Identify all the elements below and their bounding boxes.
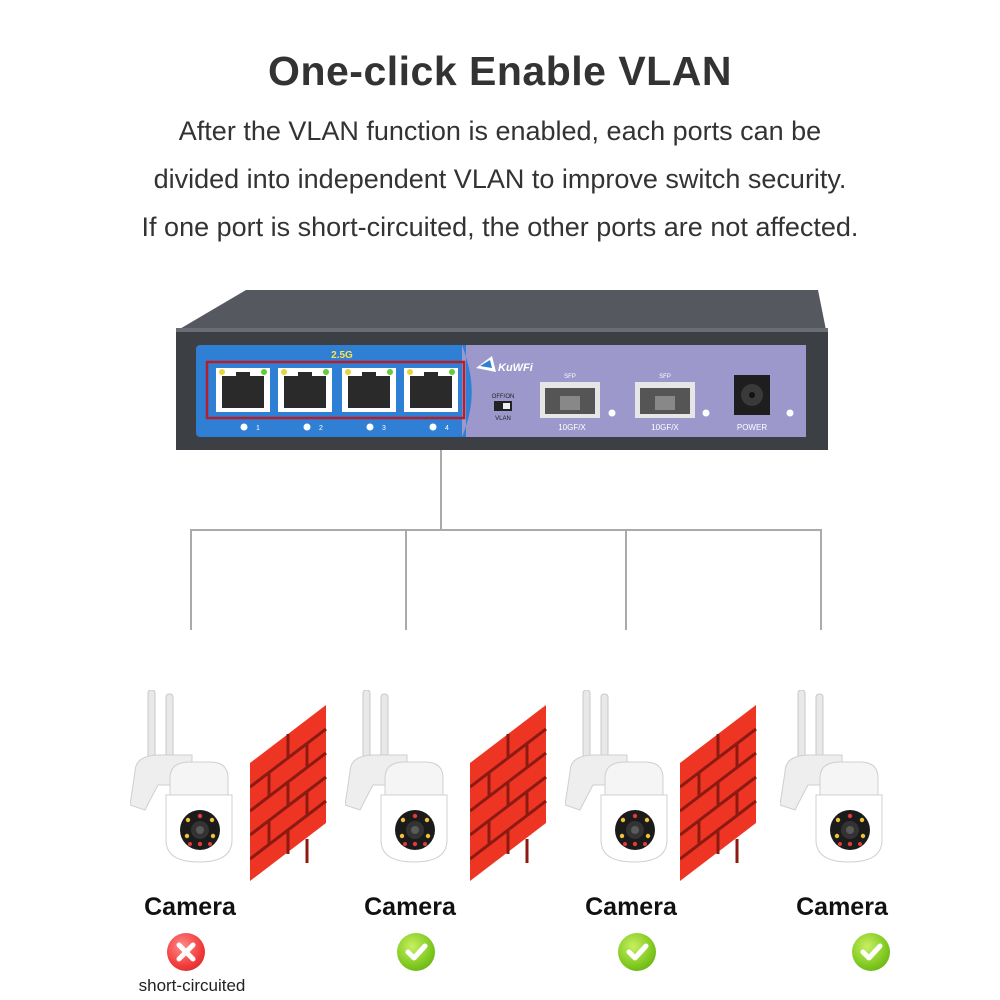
wire-bus [190,529,822,531]
port-number-1: 1 [256,425,260,432]
svg-text:KuWFi: KuWFi [498,362,534,374]
wire-drop-1 [190,529,192,630]
port-number-2: 2 [319,425,323,432]
description-line-2: divided into independent VLAN to improve… [153,164,847,194]
camera-label-3: Camera [585,893,677,921]
description-line-1: After the VLAN function is enabled, each… [178,116,822,146]
error-x-icon [167,933,205,971]
power-label: POWER [737,423,767,432]
check-icon-4 [852,933,890,971]
sfp-label-2: 10GF/X [651,423,679,432]
power-jack[interactable]: POWER [734,375,770,432]
wire-drop-2 [405,529,407,630]
camera-label-1: Camera [144,893,236,921]
check-icon-3 [618,933,656,971]
vlan-switch-bottom-label: VLAN [495,416,511,422]
description-line-3: If one port is short-circuited, the othe… [141,212,859,242]
page-title: One-click Enable VLAN [268,48,732,94]
short-circuited-note: short-circuited [138,976,246,995]
vlan-toggle-switch[interactable]: OFF/ON VLAN [492,394,515,422]
vlan-switch-top-label: OFF/ON [492,394,515,400]
camera-1 [130,690,233,863]
wire-trunk [440,450,442,530]
port-group-outline [205,360,466,420]
rj45-port-3[interactable] [342,368,396,412]
firewall-3 [680,705,758,883]
camera-label-2: Camera [364,893,456,921]
port-number-3: 3 [382,425,386,432]
camera-4 [780,690,883,863]
rj45-port-1[interactable] [216,368,270,412]
camera-label-4: Camera [796,893,888,921]
firewall-2 [470,705,548,883]
sfp-top-label-2: SFP [659,374,671,380]
sfp-port-2[interactable]: SFP 10GF/X [635,374,695,432]
brand-logo: KuWFi [476,356,534,374]
sfp-port-1[interactable]: SFP 10GF/X [540,374,600,432]
wire-drop-4 [820,529,822,630]
sfp-label-1: 10GF/X [558,423,586,432]
firewall-1 [250,705,328,883]
check-icon-2 [397,933,435,971]
sfp-top-label-1: SFP [564,374,576,380]
camera-2 [345,690,448,863]
rj45-port-2[interactable] [278,368,332,412]
camera-3 [565,690,668,863]
speed-label: 2.5G [331,350,353,361]
wire-drop-3 [625,529,627,630]
port-number-4: 4 [445,425,449,432]
network-switch: 2.5G 1 2 3 4 KuWFi OFF/ON VLAN SFP 10GF/… [176,290,828,450]
rj45-port-4[interactable] [404,368,458,412]
